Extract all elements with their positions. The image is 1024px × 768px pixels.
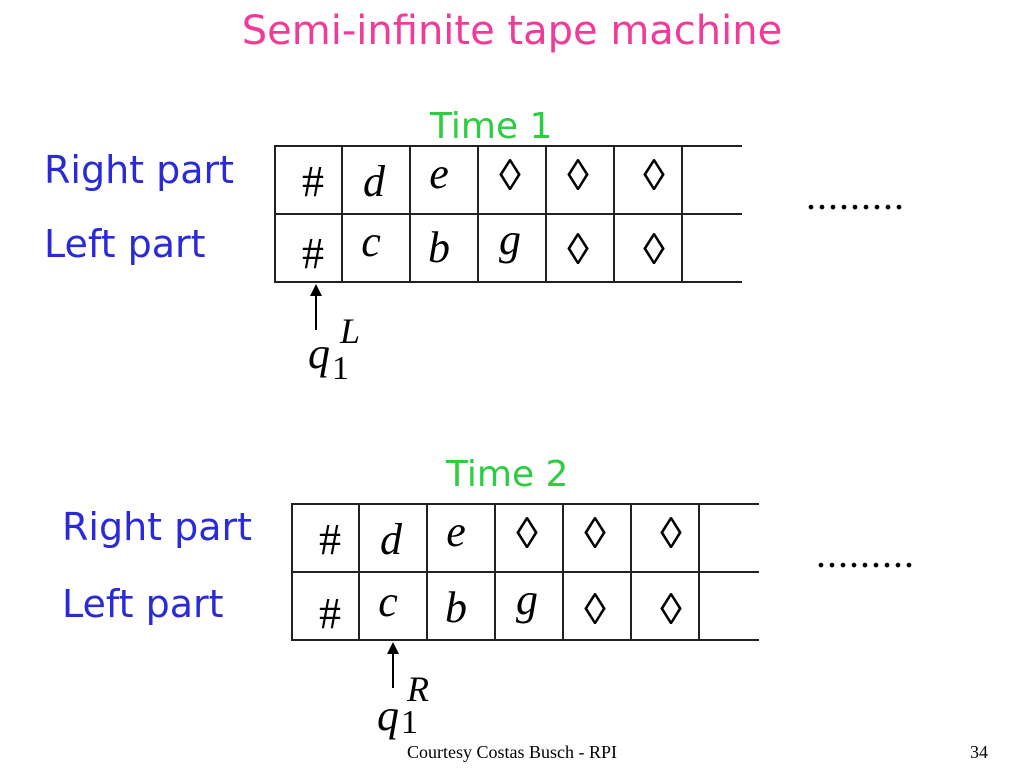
cell-divider — [681, 145, 683, 283]
tape-cell: d — [380, 515, 402, 564]
cell-divider — [545, 145, 547, 283]
time-label-2: Time 2 — [446, 454, 569, 495]
tape-cell: e — [446, 507, 466, 556]
cell-divider — [358, 503, 360, 641]
tape-line — [274, 145, 742, 147]
tape-line — [291, 571, 759, 573]
state-symbol: q — [377, 691, 399, 740]
tape-cell: ◊ — [516, 509, 538, 558]
cell-divider — [494, 503, 496, 641]
tape-cell: g — [499, 215, 521, 264]
state-superscript: L — [340, 311, 361, 351]
cell-divider — [477, 145, 479, 283]
tape-cell: d — [363, 157, 385, 206]
tape-line — [291, 639, 759, 641]
cell-divider — [698, 503, 700, 641]
tape-line — [274, 281, 742, 283]
footer-credit: Courtesy Costas Busch - RPI — [406, 742, 617, 762]
tape-cell: c — [361, 217, 381, 266]
head-arrow-2 — [387, 642, 399, 688]
tape-line — [291, 503, 759, 505]
right-part-label-2: Right part — [62, 505, 253, 549]
tape-cell: c — [378, 577, 398, 626]
tape-continuation-dots: ......... — [816, 531, 915, 576]
tape-cell: # — [319, 515, 341, 564]
tape-cell: b — [428, 223, 450, 272]
head-arrow-1 — [310, 284, 322, 330]
tape-cell: ◊ — [584, 585, 606, 634]
head-state-1: q 1 L — [308, 311, 378, 388]
tape-cell: # — [302, 229, 324, 278]
tape-cell: ◊ — [567, 225, 589, 274]
state-subscript: 1 — [332, 350, 349, 387]
time-label-1: Time 1 — [430, 106, 553, 147]
cell-divider — [562, 503, 564, 641]
cell-divider — [630, 503, 632, 641]
slide-title: Semi-infinite tape machine — [241, 8, 783, 54]
tape-cell: b — [445, 583, 467, 632]
tape-cell: ◊ — [643, 225, 665, 274]
cell-divider — [291, 503, 293, 641]
cell-divider — [613, 145, 615, 283]
tape-cell: ◊ — [584, 509, 606, 558]
head-state-2: q 1 R — [377, 669, 447, 750]
cell-divider — [341, 145, 343, 283]
tape-continuation-dots: ......... — [806, 173, 905, 218]
tape-cell: g — [516, 575, 538, 624]
tape-cell: ◊ — [567, 151, 589, 200]
tape-cell: ◊ — [660, 585, 682, 634]
left-part-label-2: Left part — [62, 582, 224, 626]
tape-cell: # — [319, 589, 341, 638]
cell-divider — [409, 145, 411, 283]
tape-cell: ◊ — [643, 151, 665, 200]
tape-cell: ◊ — [499, 151, 521, 200]
tape-cell: e — [429, 149, 449, 198]
page-number: 34 — [970, 742, 988, 762]
tape-cell: ◊ — [660, 509, 682, 558]
state-symbol: q — [308, 329, 330, 378]
tape-cell: # — [302, 157, 324, 206]
cell-divider — [426, 503, 428, 641]
tape-line — [274, 213, 742, 215]
left-part-label-1: Left part — [44, 222, 206, 266]
cell-divider — [274, 145, 276, 283]
state-superscript: R — [407, 669, 429, 709]
state-subscript: 1 — [401, 704, 418, 741]
right-part-label-1: Right part — [44, 148, 235, 192]
